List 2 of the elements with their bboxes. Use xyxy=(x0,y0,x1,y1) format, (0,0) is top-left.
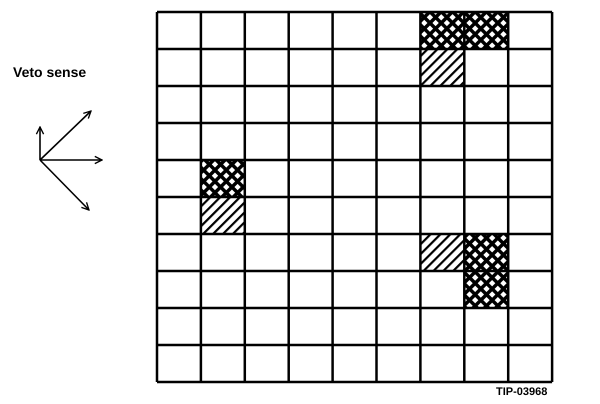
sense-label: Veto sense xyxy=(13,64,86,80)
figure-number: TIP-03968 xyxy=(496,386,548,398)
